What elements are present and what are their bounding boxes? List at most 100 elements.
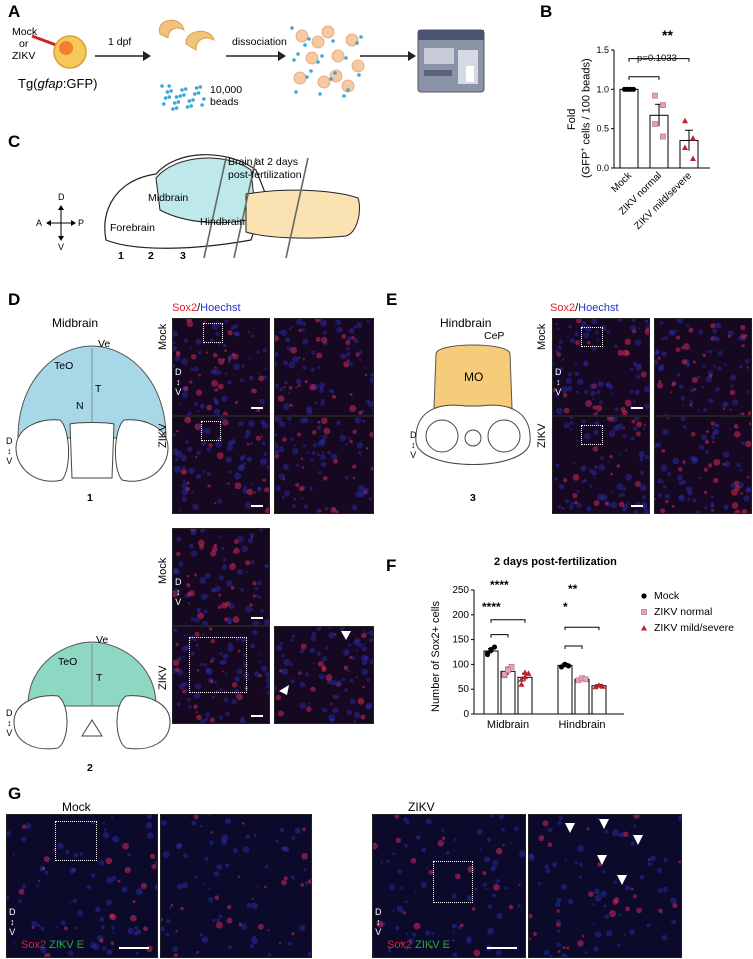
- brain-caption-line2: post-fertilization: [228, 169, 302, 181]
- bead: [292, 58, 296, 62]
- chart-b-point: [652, 92, 658, 99]
- bead: [174, 106, 179, 110]
- chart-f-bar: [591, 685, 607, 715]
- cell: [345, 33, 359, 47]
- step-dissociation: dissociation: [232, 36, 287, 48]
- chart-f-point: [582, 676, 589, 683]
- bead: [163, 96, 168, 100]
- bead: [290, 26, 294, 30]
- bead: [187, 99, 192, 103]
- beads-word: beads: [210, 96, 239, 108]
- chart-f-legend-item: ZIKV normal: [638, 604, 753, 620]
- chart-b-point: [690, 135, 696, 141]
- chart-f-sig-mid-1: ****: [490, 578, 509, 592]
- chart-f-legend-symbol: [641, 593, 647, 599]
- chart-f-point: [599, 683, 606, 689]
- bead: [167, 84, 171, 88]
- panel-label-e: E: [386, 290, 398, 309]
- d-row-mock-label: Mock: [157, 323, 169, 350]
- micrograph-texture: [373, 815, 525, 957]
- micrograph-texture: [529, 815, 681, 957]
- arrowhead-icon: [633, 835, 643, 845]
- chart-f-bar: [574, 678, 590, 715]
- chart-f-point: [522, 673, 528, 680]
- micrograph-texture: [275, 319, 373, 415]
- d-micrograph-zikv-s2: [172, 626, 270, 724]
- d-micrograph-mock-s2: D↕V: [172, 528, 270, 626]
- arrow-right-icon: [360, 51, 416, 61]
- arrowhead-icon: [599, 819, 609, 829]
- chart-b-point: [690, 155, 696, 162]
- chart-f-legend-label: Mock: [654, 590, 680, 602]
- region-forebrain: Forebrain: [110, 222, 155, 234]
- arrow-right-icon: [226, 51, 286, 61]
- d-stain-header: Sox2/Hoechst: [172, 302, 241, 314]
- chart-f-title: 2 days post-fertilization: [494, 556, 617, 568]
- micrograph-texture: [173, 627, 269, 723]
- axis-v: V: [58, 242, 65, 252]
- chart-f-point: [596, 682, 602, 688]
- chart-f-bar: [557, 664, 573, 715]
- chart-b-ytick-label: 1.5: [596, 45, 609, 55]
- e-label-mo: MO: [464, 370, 484, 384]
- region-hindbrain: Hindbrain: [200, 216, 245, 228]
- bead: [294, 90, 298, 94]
- brain-caption-line1: Brain at 2 days: [228, 156, 299, 168]
- bead: [331, 39, 335, 43]
- bead: [189, 104, 193, 108]
- chart-f-legend-item: Mock: [638, 588, 753, 604]
- chart-f-point: [522, 669, 528, 675]
- bead: [202, 97, 206, 101]
- chart-f-xtick-label: Hindbrain: [558, 719, 605, 731]
- chart-f-point: [501, 671, 508, 678]
- chart-f-bracket: [564, 626, 600, 631]
- chart-f-bracket: [564, 645, 583, 650]
- section-1-label: 1: [118, 250, 124, 262]
- axis-d: D: [58, 192, 65, 202]
- e-row-mock-label: Mock: [536, 323, 548, 350]
- chart-f-point: [484, 650, 491, 657]
- chart-f-legend-marker: [641, 593, 647, 599]
- bead: [359, 35, 363, 39]
- panel-label-a: A: [8, 2, 21, 21]
- chart-f-legend-marker: [641, 609, 647, 615]
- bead: [342, 94, 346, 98]
- g-zoom-zikv: [528, 814, 682, 958]
- arrowhead-icon: [279, 685, 289, 695]
- dissociated-cells-illustration: [290, 25, 365, 98]
- cell: [317, 75, 331, 89]
- e-region-title: Hindbrain: [440, 316, 492, 330]
- e-label-cep: CeP: [484, 330, 505, 342]
- chart-b-point: [660, 133, 666, 140]
- cell: [329, 69, 343, 83]
- bead: [344, 56, 348, 60]
- larvae-illustration: [158, 19, 215, 51]
- panel-label-g: G: [8, 784, 22, 803]
- chart-b-ytick-label: 0.0: [596, 163, 609, 173]
- cell: [293, 71, 307, 85]
- arrowhead-icon: [341, 631, 351, 640]
- e-row-zikv-label: ZIKV: [536, 423, 548, 448]
- bead: [180, 88, 184, 92]
- micrograph-texture: [655, 417, 751, 513]
- e-stain-header: Sox2/Hoechst: [550, 302, 619, 314]
- d-orientation-1: D↕V: [6, 436, 13, 466]
- bead: [182, 93, 186, 97]
- bead: [329, 77, 333, 81]
- bead: [316, 60, 320, 64]
- chart-b-ytick-label: 1.0: [596, 84, 609, 94]
- bead: [357, 73, 361, 77]
- e-zoom-zikv: [654, 416, 752, 514]
- g-micrograph-mock: D↕V Sox2 ZIKV E: [6, 814, 158, 958]
- chart-f-ytick-label: 100: [452, 659, 469, 670]
- chart-f-point: [518, 681, 525, 687]
- e-section-3: 3: [470, 492, 476, 504]
- micrograph-texture: [553, 417, 649, 513]
- bead: [191, 98, 195, 102]
- chart-f-point: [592, 683, 599, 690]
- bead: [193, 92, 197, 96]
- mock-or-zikv-line2: or: [19, 38, 29, 50]
- bead: [171, 107, 175, 111]
